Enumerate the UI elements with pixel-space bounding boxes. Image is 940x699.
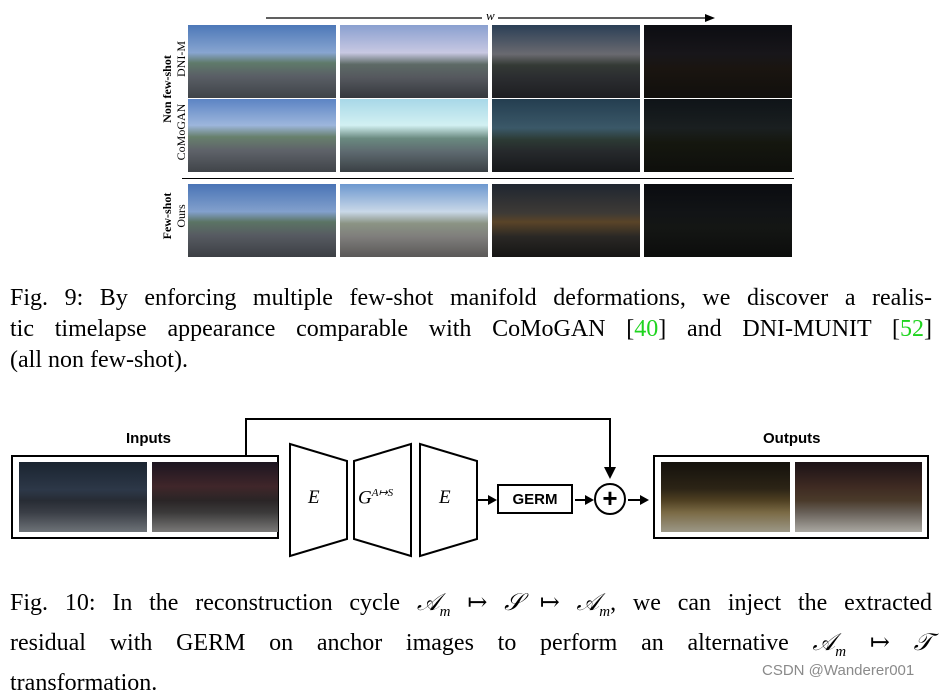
row-label-ours: Ours <box>174 204 188 228</box>
caption-line: tic timelapse appearance comparable with… <box>10 316 932 342</box>
group-separator <box>182 178 794 179</box>
encoder-2-block <box>419 442 478 558</box>
output-image-2 <box>795 462 922 532</box>
input-image-2 <box>152 462 278 532</box>
watermark: CSDN @Wanderer001 <box>762 662 915 679</box>
reference-link-52[interactable]: 52 <box>900 316 924 342</box>
w-axis-label: w <box>486 8 495 23</box>
arrow-to-germ <box>478 495 497 505</box>
outputs-box <box>653 455 929 539</box>
image-ours-3 <box>492 184 640 257</box>
w-axis-arrow <box>266 10 715 24</box>
image-ours-1 <box>188 184 336 257</box>
arrow-to-outputs <box>628 495 649 505</box>
image-comogan-2 <box>340 99 488 172</box>
caption-line: (all non few-shot). <box>10 347 188 373</box>
caption-line: Fig. 9: By enforcing multiple few-shot m… <box>10 285 932 311</box>
encoder-2-label: E <box>439 487 451 508</box>
reference-link-40[interactable]: 40 <box>634 316 659 342</box>
figure-9-caption: Fig. 9: By enforcing multiple few-shot m… <box>10 283 932 376</box>
germ-box: GERM <box>497 484 573 514</box>
plus-icon: + <box>602 482 618 513</box>
skip-connection-arrow <box>245 418 616 479</box>
image-comogan-3 <box>492 99 640 172</box>
caption-line: residual with GERM on anchor images to p… <box>10 629 932 660</box>
encoder-1-label: E <box>308 487 320 508</box>
row-label-comogan: CoMoGAN <box>174 103 188 161</box>
image-dni-m-3 <box>492 25 640 98</box>
inputs-box <box>11 455 279 539</box>
image-comogan-1 <box>188 99 336 172</box>
image-dni-m-2 <box>340 25 488 98</box>
sum-operator: + <box>594 483 626 515</box>
generator-label: GA↦S <box>358 487 394 509</box>
output-image-1 <box>661 462 790 532</box>
image-ours-2 <box>340 184 488 257</box>
figure-10-caption: Fig. 10: In the reconstruction cycle 𝒜m … <box>10 588 932 699</box>
encoder-1-block <box>289 442 348 558</box>
image-ours-4 <box>644 184 792 257</box>
input-image-1 <box>19 462 147 532</box>
inputs-label: Inputs <box>126 430 171 447</box>
group-label-few-shot: Few-shot <box>160 192 174 240</box>
generator-block <box>353 442 412 558</box>
arrow-to-plus <box>575 495 594 505</box>
outputs-label: Outputs <box>763 430 821 447</box>
group-label-non-few-shot: Non few-shot <box>160 55 174 123</box>
image-comogan-4 <box>644 99 792 172</box>
row-label-dni-m: DNI-M <box>174 41 188 77</box>
caption-line: Fig. 10: In the reconstruction cycle 𝒜m … <box>10 590 933 620</box>
image-dni-m-1 <box>188 25 336 98</box>
germ-label: GERM <box>512 490 558 508</box>
image-dni-m-4 <box>644 25 792 98</box>
